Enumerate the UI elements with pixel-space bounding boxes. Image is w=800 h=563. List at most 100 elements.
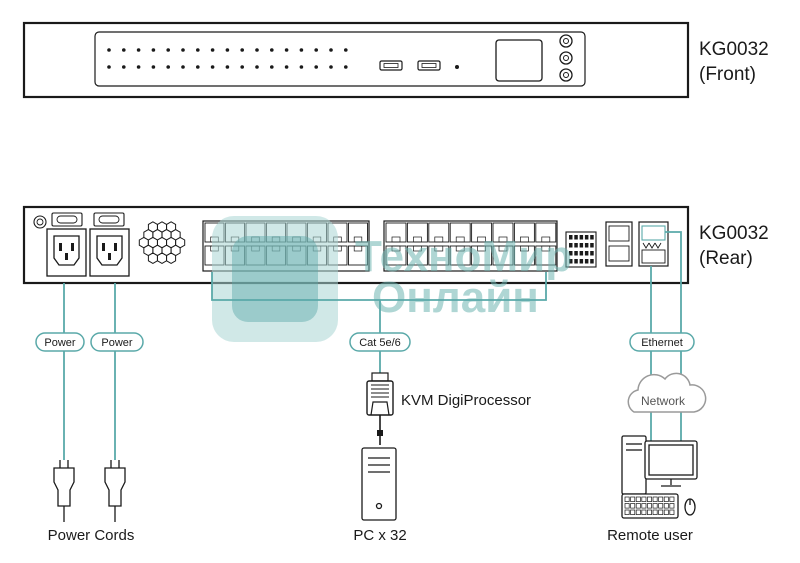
front-led bbox=[299, 65, 304, 69]
front-led bbox=[240, 48, 244, 52]
pc-count-label: PC x 32 bbox=[353, 527, 406, 544]
front-led bbox=[122, 48, 126, 52]
front-led bbox=[329, 48, 333, 52]
vent-hole bbox=[166, 252, 177, 264]
front-led bbox=[122, 65, 126, 69]
power-socket-1[interactable] bbox=[46, 228, 87, 277]
rj45-port[interactable] bbox=[406, 222, 428, 243]
front-led bbox=[107, 65, 111, 69]
pc-tower-icon bbox=[361, 447, 397, 521]
rj45-port[interactable] bbox=[513, 245, 535, 266]
front-led bbox=[166, 48, 170, 52]
rj45-port[interactable] bbox=[449, 222, 471, 243]
front-led bbox=[196, 65, 200, 69]
rj45-port[interactable] bbox=[385, 222, 407, 243]
front-led bbox=[255, 65, 259, 69]
front-led bbox=[151, 65, 156, 69]
front-led bbox=[225, 48, 230, 52]
front-led bbox=[136, 65, 141, 69]
front-led bbox=[240, 65, 244, 69]
rear-model-label: KG0032 bbox=[699, 223, 769, 244]
network-cloud-icon: Network bbox=[627, 372, 707, 413]
ethernet-port[interactable] bbox=[638, 221, 669, 267]
rear-view-label: (Rear) bbox=[699, 248, 753, 269]
front-led bbox=[210, 65, 215, 69]
front-led bbox=[344, 65, 348, 69]
terminal-connector[interactable] bbox=[565, 231, 597, 268]
rj45-port[interactable] bbox=[449, 245, 471, 266]
ground-screw-icon bbox=[33, 215, 47, 229]
kvm-digiprocessor-icon bbox=[366, 372, 394, 445]
power-switch-1[interactable] bbox=[51, 212, 83, 227]
vent-hole bbox=[157, 252, 167, 264]
front-model-label: KG0032 bbox=[699, 39, 769, 60]
rj45-port[interactable] bbox=[428, 245, 450, 266]
watermark-logo-inner bbox=[232, 236, 318, 322]
rj45-port[interactable] bbox=[348, 222, 368, 243]
front-led bbox=[299, 48, 304, 52]
power-plug-icon-1 bbox=[53, 460, 75, 522]
front-led bbox=[107, 48, 111, 52]
rj45-port[interactable] bbox=[492, 245, 514, 266]
front-led bbox=[210, 48, 215, 52]
power-pill-1-label: Power bbox=[44, 337, 76, 349]
front-led bbox=[284, 65, 289, 69]
rj45-port[interactable] bbox=[492, 222, 514, 243]
watermark-line-2: Онлайн bbox=[372, 273, 539, 322]
power-plug-icon-2 bbox=[104, 460, 126, 522]
watermark: ТехноМир Онлайн bbox=[212, 216, 572, 342]
watermark-line-1: ТехноМир bbox=[355, 232, 572, 281]
kvm-digiprocessor-label: KVM DigiProcessor bbox=[401, 392, 531, 409]
front-led bbox=[270, 65, 274, 69]
front-led bbox=[181, 65, 185, 69]
front-led bbox=[284, 48, 289, 52]
ethernet-pill-label: Ethernet bbox=[641, 337, 683, 349]
front-led bbox=[329, 65, 333, 69]
rj45-port[interactable] bbox=[348, 245, 368, 266]
front-led bbox=[151, 48, 156, 52]
front-view-label: (Front) bbox=[699, 64, 756, 85]
rj45-port[interactable] bbox=[471, 245, 493, 266]
front-usb-port-2[interactable] bbox=[417, 60, 441, 71]
rj45-port[interactable] bbox=[428, 222, 450, 243]
rj45-port[interactable] bbox=[535, 222, 557, 243]
network-label: Network bbox=[641, 394, 686, 408]
power-pill-1: Power bbox=[35, 332, 85, 352]
front-led bbox=[196, 48, 200, 52]
fan-vent-icon bbox=[138, 221, 186, 264]
front-led bbox=[314, 48, 319, 52]
rj45-port[interactable] bbox=[513, 222, 535, 243]
rj45-port[interactable] bbox=[471, 222, 493, 243]
rj45-port[interactable] bbox=[535, 245, 557, 266]
front-led bbox=[225, 65, 230, 69]
power-switch-2[interactable] bbox=[93, 212, 125, 227]
rj45-port[interactable] bbox=[385, 245, 407, 266]
keyboard-keys bbox=[624, 496, 675, 515]
front-led-rows bbox=[107, 48, 348, 69]
lan-ports-pair[interactable] bbox=[605, 221, 633, 267]
power-cords-label: Power Cords bbox=[48, 527, 135, 544]
front-led bbox=[255, 48, 259, 52]
front-buttons[interactable] bbox=[559, 34, 573, 82]
cat-pill-label: Cat 5e/6 bbox=[359, 337, 401, 349]
power-pill-2-label: Power bbox=[101, 337, 133, 349]
front-led bbox=[344, 48, 348, 52]
power-socket-2[interactable] bbox=[89, 228, 130, 277]
front-indicator-led bbox=[455, 65, 459, 69]
remote-user-label: Remote user bbox=[607, 527, 693, 544]
watermark-logo-outer bbox=[212, 216, 338, 342]
front-led bbox=[181, 48, 185, 52]
front-led bbox=[166, 65, 170, 69]
ethernet-pill: Ethernet bbox=[629, 332, 695, 352]
front-led bbox=[270, 48, 274, 52]
front-usb-port-1[interactable] bbox=[379, 60, 403, 71]
front-lcd-display bbox=[495, 39, 543, 82]
front-led bbox=[314, 65, 319, 69]
front-unit bbox=[22, 21, 690, 99]
front-led bbox=[136, 48, 141, 52]
cat-pill: Cat 5e/6 bbox=[349, 332, 411, 352]
rj45-port[interactable] bbox=[406, 245, 428, 266]
power-pill-2: Power bbox=[90, 332, 144, 352]
vent-hole bbox=[147, 252, 158, 264]
